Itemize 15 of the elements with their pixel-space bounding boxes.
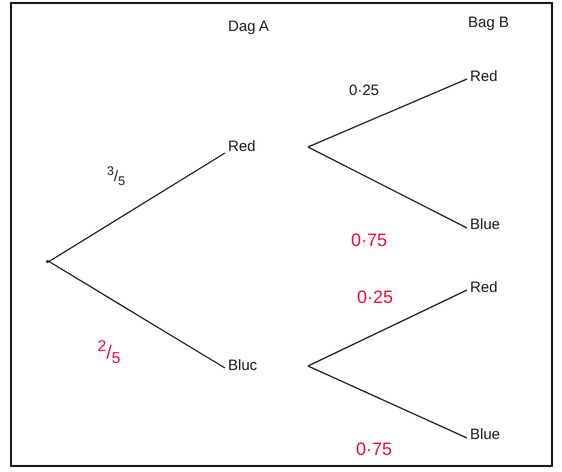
outcome-label: Red — [470, 68, 498, 85]
outcome-label: Bluc — [228, 357, 258, 374]
outcome-label: Blue — [470, 426, 500, 443]
branch-line — [48, 152, 226, 262]
branch-point — [46, 260, 49, 263]
branch-line — [308, 365, 468, 439]
branch-line — [308, 146, 468, 229]
column-heading: Bag B — [468, 14, 509, 31]
outcome-label: Red — [470, 279, 498, 296]
branch-line — [308, 289, 468, 367]
branch-line — [308, 78, 468, 148]
outcome-label: Blue — [470, 216, 500, 233]
column-heading: Dag A — [228, 18, 269, 35]
outcome-label: Red — [228, 138, 256, 155]
branch-line — [48, 260, 226, 369]
